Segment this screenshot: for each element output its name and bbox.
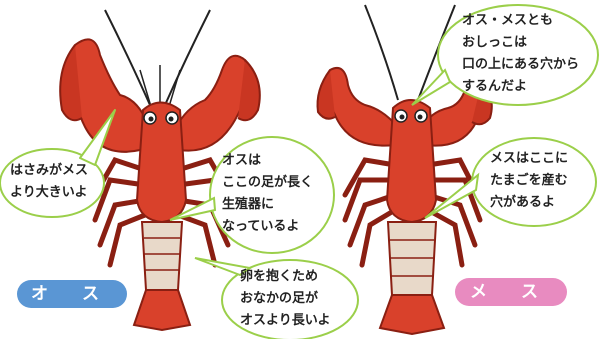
male-crayfish (59, 9, 261, 332)
bubble-male-organ-line-4: なっているよ (222, 219, 300, 234)
bubble-pee-line-4: するんだよ (462, 79, 528, 94)
bubble-egg-hole-line-2: たまごを産む (490, 173, 568, 188)
bubble-egg-legs-line-3: オスより長いよ (240, 313, 331, 328)
female-label: メ ス (455, 278, 567, 306)
bubble-pee-line-3: 口の上にある穴から (462, 57, 580, 72)
male-label: オ ス (17, 280, 127, 308)
bubble-claw-line-1: はさみがメス (10, 163, 89, 178)
bubble-male-organ-line-1: オスは (222, 153, 262, 168)
bubble-shapes (0, 4, 599, 339)
bubble-pee-line-2: おしっこは (462, 35, 528, 50)
bubble-pee-line-1: オス・メスとも (462, 13, 554, 28)
bubble-male-organ: オスは ここの足が長く 生殖器に なっているよ (222, 150, 313, 238)
bubble-egg-hole: メスはここに たまごを産む 穴があるよ (490, 148, 568, 214)
bubble-male-organ-line-2: ここの足が長く (222, 175, 314, 190)
bubble-egg-hole-line-1: メスはここに (490, 151, 569, 166)
bubble-pee: オス・メスとも おしっこは 口の上にある穴から するんだよ (462, 10, 579, 98)
bubble-egg-hole-line-3: 穴があるよ (490, 195, 556, 210)
bubble-claw: はさみがメス より大きいよ (10, 160, 88, 204)
bubble-egg-legs-line-1: 卵を抱くため (240, 269, 319, 284)
bubble-claw-line-2: より大きいよ (10, 185, 88, 200)
bubble-egg-legs-line-2: おなかの足が (240, 291, 319, 306)
bubble-male-organ-line-3: 生殖器に (222, 197, 275, 212)
bubble-egg-legs: 卵を抱くため おなかの足が オスより長いよ (240, 266, 330, 332)
